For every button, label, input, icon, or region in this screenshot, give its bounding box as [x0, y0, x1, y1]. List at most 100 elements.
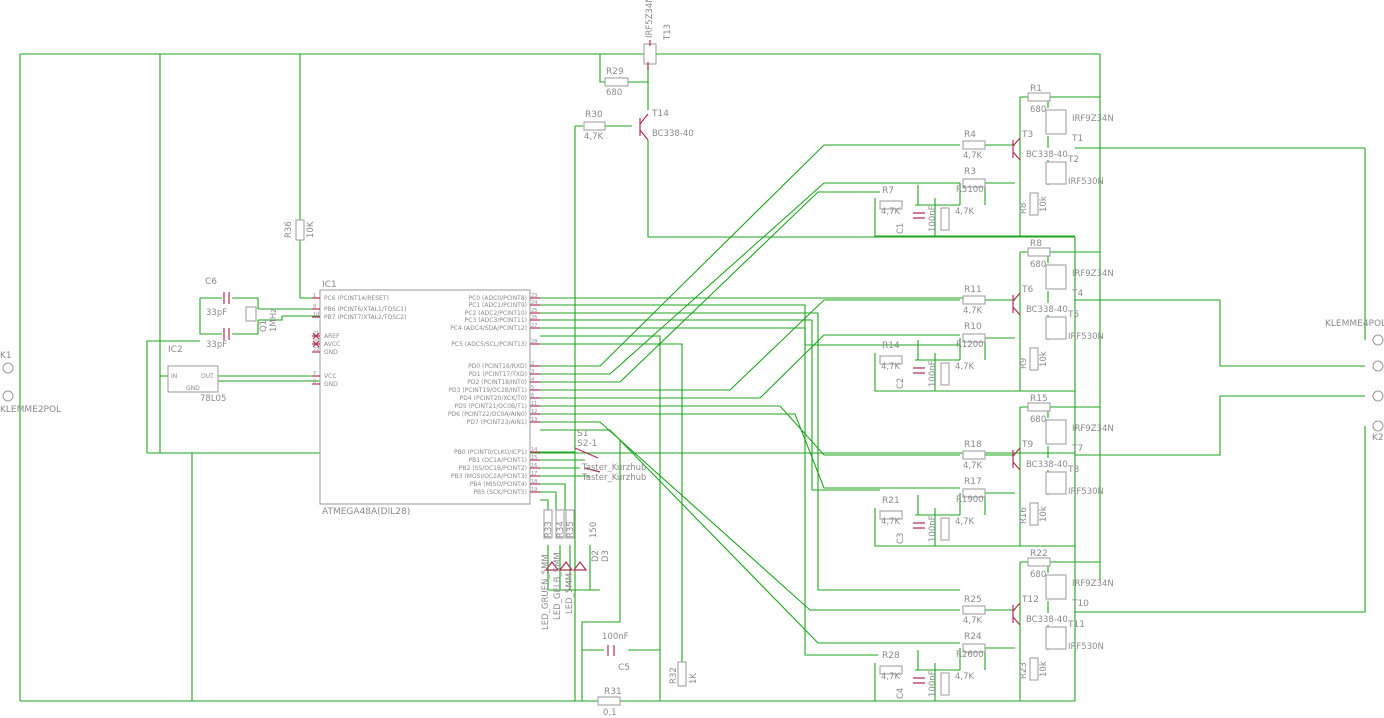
ic1-left-pin-label-7: GND	[324, 381, 338, 388]
r-top-name: R8	[1030, 239, 1042, 249]
t14-symbol	[639, 113, 649, 141]
ic1-left-pin-label-6: VCC	[324, 373, 336, 380]
ic1-left-pin-number-5: 22	[313, 347, 319, 353]
r-top-body	[1027, 247, 1051, 257]
r-base-value: 4,7K	[963, 461, 983, 471]
ic2-pin-gnd: GND	[186, 385, 200, 392]
ic1-right-pin-label-16: PB2 (SS/OC1B/PCINT2)	[459, 465, 527, 472]
r-in-value: 4,7K	[881, 672, 901, 682]
npn-name: T9	[1021, 440, 1033, 450]
ic1-right-pin-number-8: 4	[531, 377, 534, 383]
ic1-right-pin-label-15: PB1 (OC1A/PCINT1)	[468, 457, 527, 464]
cap-value: 100nF	[928, 205, 938, 232]
pfet-body	[1045, 574, 1067, 600]
switch-name-2: S2-1	[577, 439, 597, 449]
nfet-body	[1045, 161, 1067, 185]
cap-plates	[913, 212, 925, 219]
r-base-body	[962, 140, 986, 150]
r-gate-value: 4,7K	[955, 517, 975, 527]
resistor-r32: R32 1K	[669, 661, 699, 687]
r-in-name: R28	[882, 651, 900, 661]
cap-value: 100nF	[928, 360, 938, 387]
r-top-value: 680	[1030, 570, 1046, 580]
cap-name: C3	[896, 533, 906, 544]
nfet-value: IRF530N	[1068, 177, 1104, 187]
microcontroller-ic1: IC1 ATMEGA48A(DIL28) PC6 (PCINT14/RESET)…	[312, 280, 540, 517]
k1-value: KLEMME2POL	[0, 405, 61, 415]
r-mid-body	[962, 333, 986, 343]
ic1-name: IC1	[322, 280, 337, 290]
npn-name: T3	[1021, 130, 1033, 140]
r-base-name: R25	[964, 595, 982, 605]
ic1-right-pin-label-9: PD3 (PCINT19/OC2B/INT1)	[448, 387, 527, 394]
k2-terminal-4	[1372, 420, 1384, 432]
r-pd-name: R9	[1019, 358, 1029, 369]
ic1-nc-marks	[312, 332, 320, 348]
crystal-q1: Q1 1MHz	[245, 306, 279, 332]
ic1-right-pin-label-13: PD7 (PCINT23/AIN1)	[467, 419, 527, 426]
npn-value: BC338-40	[1026, 460, 1068, 470]
r-gate-body	[940, 672, 950, 696]
ic1-right-pin-label-8: PD2 (PCINT18/INT0)	[467, 379, 527, 386]
nfet-value: IRF530N	[1068, 487, 1104, 497]
resistor-r31: R31 0,1	[597, 687, 622, 718]
c5-name: C5	[618, 663, 630, 673]
npn-value: BC338-40	[1026, 615, 1068, 625]
r-pd-body	[1029, 657, 1039, 681]
ic1-left-pin-label-0: PC6 (PCINT14/RESET)	[324, 295, 389, 302]
r-top-body	[1027, 92, 1051, 102]
ic1-right-pin-number-10: 6	[531, 393, 534, 399]
r-base-body	[962, 605, 986, 615]
r-pd-value: 10k	[1039, 661, 1049, 677]
c6-name: C6	[205, 277, 217, 287]
r-mid-name: R3	[964, 167, 976, 177]
ic2-name: IC2	[168, 345, 183, 355]
r-pd-value: 10k	[1039, 506, 1049, 522]
ic1-left-pin-number-3: 21	[313, 331, 319, 337]
r-in-body	[879, 510, 903, 520]
led-resistor-label-2: R34	[556, 521, 566, 538]
pfet-value: IRF9Z34N	[1072, 424, 1114, 434]
ic1-right-pin-label-2: PC2 (ADC2/PCINT10)	[465, 310, 527, 317]
switch-symbol	[574, 447, 601, 473]
cap-plates	[913, 367, 925, 374]
t13-body	[643, 43, 657, 65]
ic1-right-pin-label-12: PD6 (PCINT22/OC0A/AIN0)	[448, 411, 527, 418]
ic1-left-pin-number-7: 8	[313, 379, 316, 385]
capacitor-c6: C6 33pF	[205, 277, 230, 318]
nfet-name: T11	[1067, 620, 1085, 630]
r-top-body	[1027, 402, 1051, 412]
ic1-right-pin-number-17: 17	[531, 471, 537, 477]
r-mid-name: R10	[964, 322, 982, 332]
r-top-body	[1027, 557, 1051, 567]
ic1-body	[319, 289, 531, 505]
resistor-r36: R36 10K	[284, 219, 316, 241]
ic1-right-pin-number-16: 16	[531, 463, 537, 469]
ic1-value: ATMEGA48A(DIL28)	[322, 507, 410, 517]
r-pd-name: R8	[1019, 203, 1029, 214]
k2-terminal-3	[1372, 390, 1384, 402]
ic1-right-pin-label-1: PC1 (ADC1/PCINT9)	[468, 302, 527, 309]
ic1-right-pin-number-13: 13	[531, 417, 537, 423]
ic1-left-pin-number-0: 1	[313, 293, 316, 299]
ic1-left-pin-label-1: PB6 (PCINT6/XTAL1/TOSC1)	[324, 306, 406, 313]
t14-name: T14	[651, 109, 669, 119]
c5-value: 100nF	[602, 632, 629, 642]
r-base-name: R4	[964, 130, 976, 140]
r-in-name: R14	[882, 341, 900, 351]
r-gate-body	[940, 207, 950, 231]
k2-terminal-1	[1372, 334, 1384, 346]
mosfet-t13: IRF5Z34N T13	[643, 0, 673, 70]
r-base-body	[962, 450, 986, 460]
r31-value: 0,1	[603, 708, 617, 718]
cap-value: 100nF	[928, 515, 938, 542]
r-base-body	[962, 295, 986, 305]
ic2-pin-out: OUT	[201, 373, 214, 380]
r-in-body	[879, 200, 903, 210]
r-base-value: 4,7K	[963, 151, 983, 161]
ic1-right-pin-number-5: 28	[531, 339, 537, 345]
crystal-name: Q1	[259, 320, 269, 332]
k2-terminal-2	[1372, 360, 1384, 372]
